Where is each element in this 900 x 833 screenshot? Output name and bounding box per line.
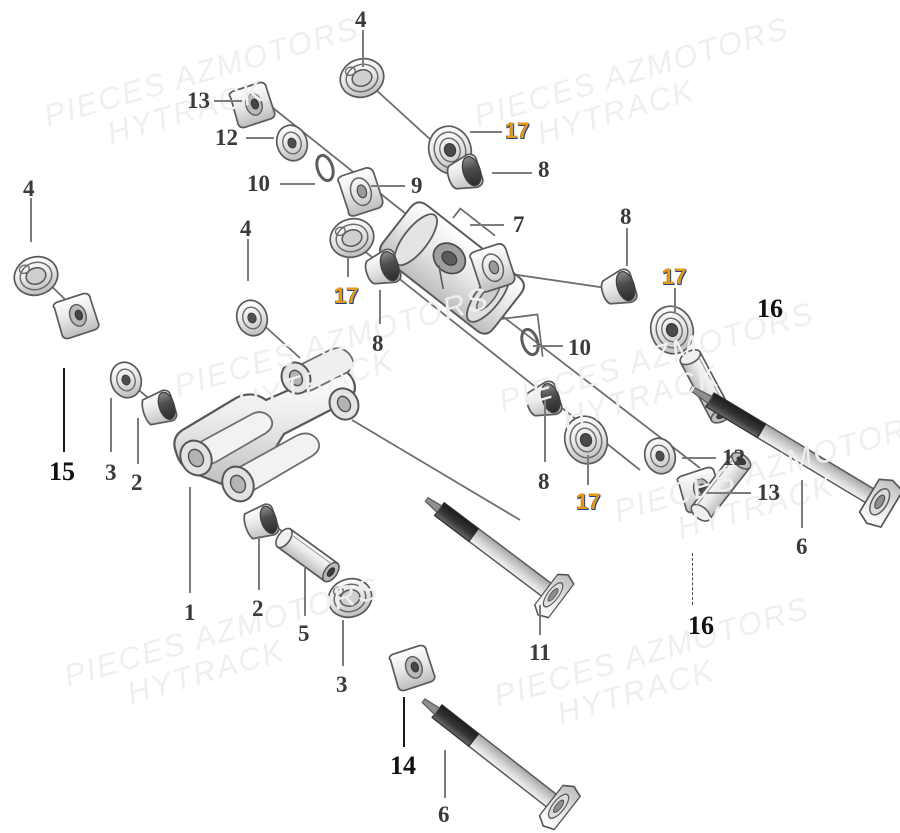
part-12-washer-right xyxy=(639,433,681,479)
leader-line-ll-8-midleft xyxy=(379,290,381,324)
part-15-collar-left xyxy=(51,291,101,341)
leader-line-ll-13-top xyxy=(214,100,242,102)
callout-number-15[interactable]: 15 xyxy=(49,457,75,486)
callout-number-9[interactable]: 9 xyxy=(411,173,423,198)
callout-number-8[interactable]: 8 xyxy=(538,469,550,494)
leader-line-ll-4-mid xyxy=(247,239,249,281)
part-5-pivot-sleeve xyxy=(275,527,340,583)
callout-number-4[interactable]: 4 xyxy=(355,7,367,32)
part-10-oring-mid xyxy=(517,325,543,359)
leader-line-ll-1 xyxy=(189,487,191,593)
leader-line-ll-17-lower xyxy=(587,455,589,485)
part-4-seal-left xyxy=(8,250,64,302)
part-7-knuckle-hub xyxy=(379,201,544,357)
callout-number-16[interactable]: 16 xyxy=(757,294,783,323)
leader-line-ll-7 xyxy=(470,224,504,226)
part-4-seal-small xyxy=(231,295,273,341)
callout-number-14[interactable]: 14 xyxy=(390,751,416,780)
part-2-collar-mid xyxy=(240,501,282,544)
callout-number-16[interactable]: 16 xyxy=(688,611,714,640)
callout-number-17[interactable]: 17 xyxy=(334,283,359,308)
callout-number-10[interactable]: 10 xyxy=(568,335,591,360)
leader-line-ll-4-top xyxy=(362,30,364,67)
callout-number-17[interactable]: 17 xyxy=(662,264,687,289)
leader-line-ll-9 xyxy=(371,185,405,187)
callout-number-13[interactable]: 13 xyxy=(187,88,210,113)
callout-number-5[interactable]: 5 xyxy=(298,621,310,646)
leader-line-ll-16-lower xyxy=(692,553,693,605)
callout-number-8[interactable]: 8 xyxy=(538,157,550,182)
callout-number-1[interactable]: 1 xyxy=(184,600,196,625)
part-10-oring-top xyxy=(312,151,338,185)
callout-number-8[interactable]: 8 xyxy=(372,331,384,356)
leader-line-ll-8-upper xyxy=(492,172,532,174)
leader-line-ll-12-right xyxy=(682,457,716,459)
leader-line-ll-17-right xyxy=(674,288,676,312)
callout-number-13[interactable]: 13 xyxy=(757,480,780,505)
leader-line-ll-6-bottom xyxy=(444,750,446,798)
leader-line-ll-2-mid xyxy=(258,536,260,590)
callout-number-2[interactable]: 2 xyxy=(131,470,143,495)
leader-line-ll-6-right xyxy=(801,480,803,528)
leader-line-ll-12-top xyxy=(246,137,274,139)
leader-line-ll-15 xyxy=(63,368,66,452)
callout-number-7[interactable]: 7 xyxy=(513,212,525,237)
leader-line-ll-4-left xyxy=(30,198,32,242)
part-1-linkage-arm xyxy=(173,347,360,503)
leader-line-ll-3-left xyxy=(110,398,112,452)
leader-line-ll-11 xyxy=(539,605,541,635)
callout-number-17[interactable]: 17 xyxy=(505,118,530,143)
leader-line-ll-17-top xyxy=(470,131,502,133)
callout-number-11[interactable]: 11 xyxy=(529,640,551,665)
leader-line-ll-10-top xyxy=(280,183,315,185)
leader-line-ll-17-midleft xyxy=(347,257,349,277)
leader-line-ll-2-left xyxy=(137,418,139,464)
part-9-bush-top xyxy=(336,165,386,219)
part-3-spacer-left xyxy=(105,357,147,403)
callout-number-8[interactable]: 8 xyxy=(620,204,632,229)
part-14-collar xyxy=(387,643,437,693)
callout-number-3[interactable]: 3 xyxy=(336,672,348,697)
leader-line-ll-10-mid xyxy=(533,345,563,347)
leader-line-ll-8-right xyxy=(626,228,628,266)
callout-number-6[interactable]: 6 xyxy=(796,534,808,559)
leader-line-ll-3-mid xyxy=(342,620,344,666)
part-8-spacer-right xyxy=(596,266,640,311)
callout-number-4[interactable]: 4 xyxy=(240,216,252,241)
callout-number-10[interactable]: 10 xyxy=(247,171,270,196)
leader-line-ll-13-right xyxy=(707,492,751,494)
part-12-washer-top xyxy=(271,120,313,166)
part-11-bolt xyxy=(410,478,577,622)
callout-number-2[interactable]: 2 xyxy=(252,596,264,621)
callout-number-12[interactable]: 12 xyxy=(215,125,238,150)
callout-number-17[interactable]: 17 xyxy=(576,489,601,514)
callout-number-3[interactable]: 3 xyxy=(105,460,117,485)
callout-number-12[interactable]: 12 xyxy=(722,445,745,470)
callout-number-4[interactable]: 4 xyxy=(23,176,35,201)
callout-number-6[interactable]: 6 xyxy=(438,802,450,827)
leader-line-ll-5 xyxy=(304,568,306,616)
leader-line-ll-14 xyxy=(403,697,406,747)
leader-line-ll-8-lower xyxy=(544,400,546,462)
